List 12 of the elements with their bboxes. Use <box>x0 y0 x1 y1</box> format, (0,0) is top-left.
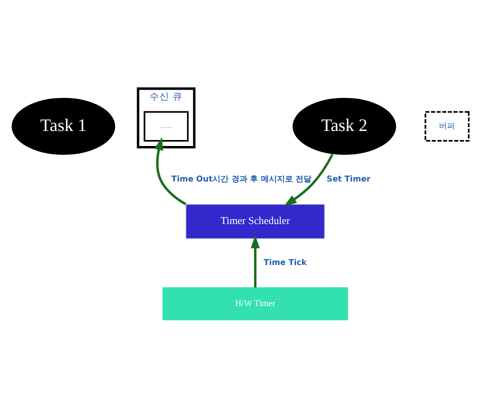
edge-label: Set Timer <box>326 174 370 183</box>
edge-label: Time Out시간 경과 후 메시지로 전달 <box>171 174 312 183</box>
node-box: ..... <box>144 110 189 142</box>
node-box: H/W Timer <box>162 286 348 320</box>
arrow <box>250 234 260 288</box>
node-ellipse: Task 1 <box>10 96 116 156</box>
arrow <box>284 153 334 206</box>
edge-label: Time Tick <box>264 257 307 266</box>
node-ellipse: Task 2 <box>292 96 397 156</box>
arrow <box>154 136 186 205</box>
node-box: Timer Scheduler <box>185 203 326 239</box>
node-box: 버퍼 <box>424 110 470 142</box>
